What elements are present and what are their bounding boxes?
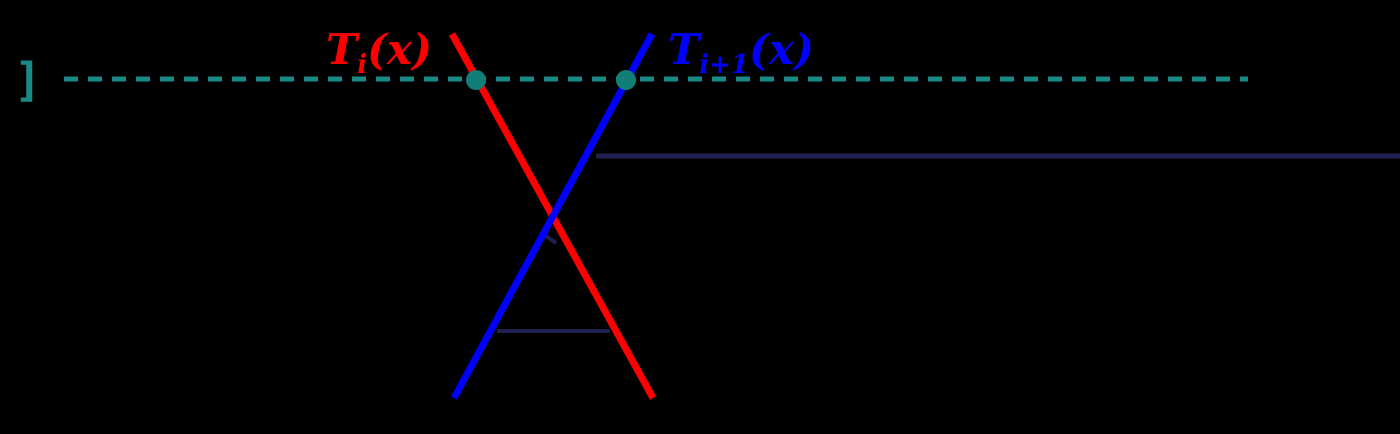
t-i-label: Ti(x): [326, 25, 432, 80]
t-i1-label-base: T: [668, 25, 702, 74]
t-i-label-arg: (x): [367, 25, 432, 74]
t-i-label-sub: i: [357, 50, 367, 80]
t-i1-label: Ti+1(x): [668, 25, 814, 80]
t-i1-label-sub: i+1: [699, 50, 749, 80]
t-i1-level-point: [616, 70, 636, 90]
t-i1-line: [450, 32, 656, 400]
left-marker: ]: [14, 53, 42, 107]
t-i-label-base: T: [326, 25, 360, 74]
t-i1-label-arg: (x): [749, 25, 814, 74]
t-i-level-point: [466, 70, 486, 90]
angle-guide-tick: [544, 234, 558, 245]
